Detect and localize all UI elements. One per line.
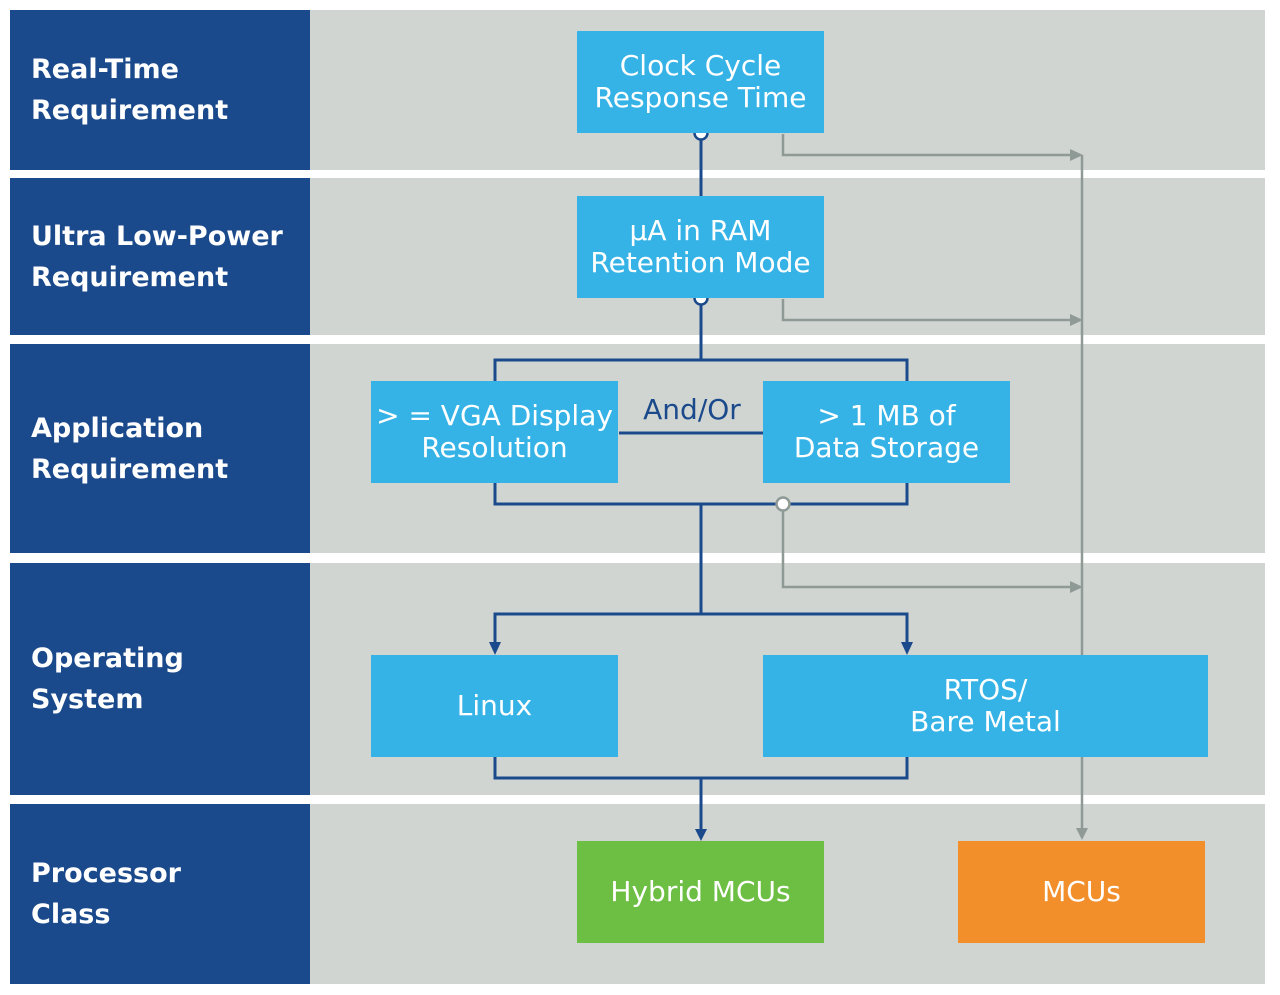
row-label-application: Application Requirement — [10, 344, 310, 553]
box-hybrid-mcus: Hybrid MCUs — [577, 841, 824, 943]
gray-arrow-clock — [1070, 149, 1083, 161]
box-hybrid-mcus-text: Hybrid MCUs — [610, 875, 791, 908]
box-mcus-text: MCUs — [1042, 875, 1121, 908]
gray-arrow-storage — [1070, 581, 1083, 593]
row-label-ultra-low-power: Ultra Low-Power Requirement — [10, 178, 310, 335]
box-linux-text: Linux — [456, 689, 533, 722]
box-clock-cycle: Clock Cycle Response Time — [577, 31, 824, 133]
row-label-text: Processor Class — [31, 858, 181, 930]
app-bracket-top — [493, 358, 909, 381]
row-label-processor-class: Processor Class — [10, 804, 310, 984]
box-ua-ram: µA in RAM Retention Mode — [577, 196, 824, 298]
box-clock-cycle-text: Clock Cycle Response Time — [594, 49, 807, 114]
row-label-real-time: Real-Time Requirement — [10, 10, 310, 170]
row-label-text: Real-Time Requirement — [31, 54, 229, 126]
row-label-text: Ultra Low-Power Requirement — [31, 220, 283, 293]
box-vga: > = VGA Display Resolution — [371, 381, 618, 483]
row-label-operating-system: Operating System — [10, 563, 310, 795]
and-or-label: And/Or — [643, 393, 741, 426]
gray-link-storage — [781, 511, 1072, 589]
connector-dot-storage — [775, 496, 791, 512]
gray-link-ua — [781, 299, 1072, 322]
arrow-to-hybrid — [695, 829, 707, 841]
os-bracket-bottom — [493, 757, 909, 780]
arrow-to-linux — [489, 642, 501, 655]
gray-link-clock — [781, 134, 1072, 157]
row-label-text: Operating System — [31, 643, 184, 715]
box-linux: Linux — [371, 655, 618, 757]
box-vga-text: > = VGA Display Resolution — [376, 399, 613, 464]
gray-arrow-ua — [1070, 314, 1083, 326]
os-split — [493, 612, 909, 645]
gray-arrow-mcus — [1076, 828, 1088, 840]
box-mcus: MCUs — [958, 841, 1205, 943]
box-data-storage: > 1 MB of Data Storage — [763, 381, 1010, 483]
box-ua-ram-text: µA in RAM Retention Mode — [590, 214, 811, 279]
row-label-text: Application Requirement — [31, 412, 229, 485]
box-data-storage-text: > 1 MB of Data Storage — [793, 399, 980, 464]
app-bracket-bottom — [493, 483, 909, 506]
arrow-to-rtos — [901, 642, 913, 655]
box-rtos-text: RTOS/ Bare Metal — [910, 673, 1061, 738]
box-rtos: RTOS/ Bare Metal — [763, 655, 1208, 757]
